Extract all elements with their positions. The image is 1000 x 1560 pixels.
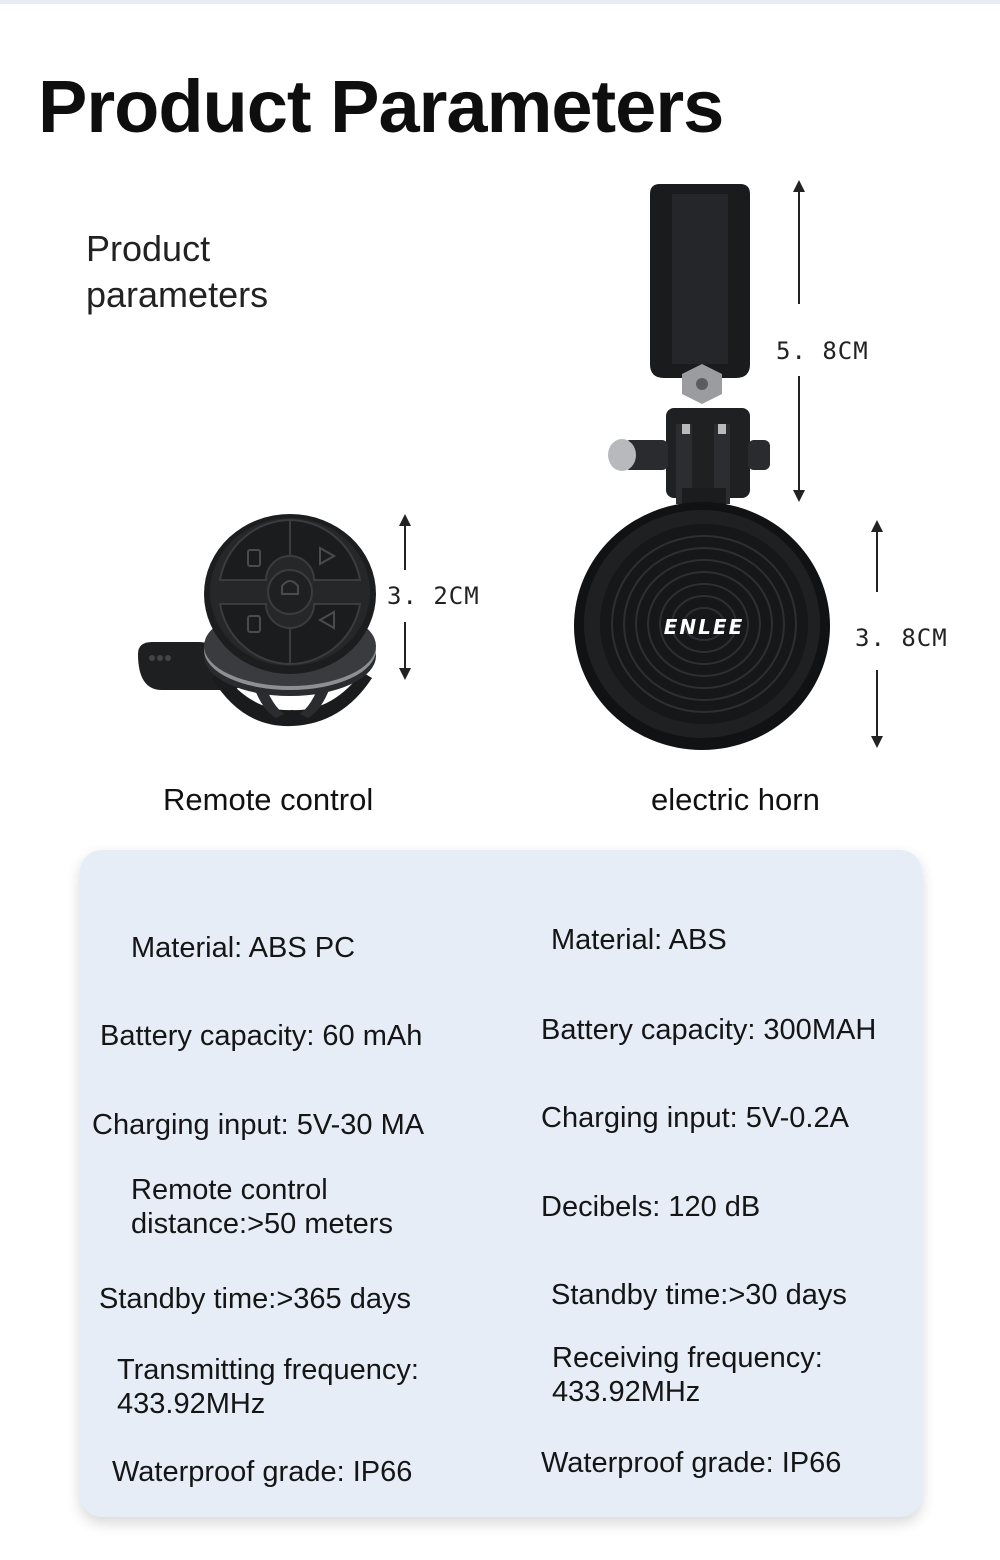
electric-horn-image: ENLEE — [574, 184, 830, 750]
remote-spec-waterproof: Waterproof grade: IP66 — [112, 1456, 413, 1488]
page-subtitle: Product parameters — [86, 228, 269, 315]
horn-spec-waterproof: Waterproof grade: IP66 — [541, 1447, 842, 1479]
horn-mount-height-label: 5. 8CM — [776, 337, 869, 365]
horn-brand-logo: ENLEE — [664, 615, 744, 639]
horn-spec-decibels: Decibels: 120 dB — [541, 1191, 761, 1223]
electric-horn-caption: electric horn — [651, 782, 820, 817]
remote-spec-material: Material: ABS PC — [131, 932, 356, 964]
remote-spec-battery: Battery capacity: 60 mAh — [100, 1020, 423, 1052]
horn-spec-frequency: Receiving frequency: 433.92MHz — [552, 1342, 823, 1408]
horn-spec-standby: Standby time:>30 days — [551, 1279, 847, 1311]
remote-height-arrow — [399, 514, 411, 680]
remote-height-label: 3. 2CM — [387, 582, 480, 610]
horn-spec-charging: Charging input: 5V-0.2A — [541, 1102, 849, 1134]
remote-control-image — [138, 514, 376, 727]
horn-spec-material: Material: ABS — [551, 924, 727, 956]
remote-spec-distance: Remote control distance:>50 meters — [131, 1174, 393, 1240]
remote-spec-standby: Standby time:>365 days — [99, 1283, 411, 1315]
top-divider — [0, 0, 1000, 4]
horn-spec-battery: Battery capacity: 300MAH — [541, 1014, 877, 1046]
remote-control-caption: Remote control — [163, 782, 374, 817]
remote-spec-frequency: Transmitting frequency: 433.92MHz — [117, 1354, 419, 1420]
page-title: Product Parameters — [38, 65, 724, 148]
remote-spec-charging: Charging input: 5V-30 MA — [92, 1109, 425, 1141]
horn-body-height-label: 3. 8CM — [855, 624, 948, 652]
horn-mount-height-arrow — [793, 180, 805, 502]
horn-body-height-arrow — [871, 520, 883, 748]
specifications-card — [80, 850, 922, 1517]
